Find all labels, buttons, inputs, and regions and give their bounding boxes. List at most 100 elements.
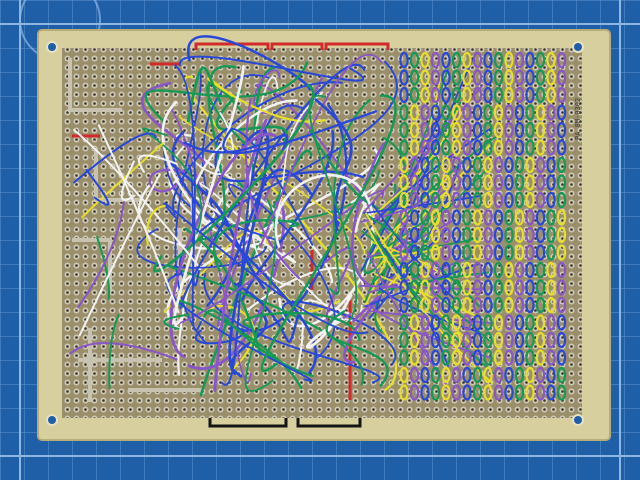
- wire-loop: [525, 209, 535, 226]
- wire-loop: [420, 86, 430, 104]
- wire-loop: [399, 139, 409, 156]
- wire-loop: [514, 209, 525, 226]
- wire-loop: [493, 121, 504, 139]
- wire-loop: [409, 174, 420, 191]
- wire-loop: [525, 226, 535, 244]
- jumper-wire: [73, 132, 157, 184]
- mounting-holes: [46, 41, 584, 426]
- jumper-wire: [213, 118, 268, 392]
- wire-loop: [556, 226, 567, 244]
- wire-loop: [514, 156, 525, 174]
- wire-loop: [399, 69, 409, 86]
- wire-loop: [399, 261, 409, 279]
- wire-loop: [441, 244, 451, 261]
- jumper-wire: [228, 129, 270, 376]
- wire-loop: [493, 51, 504, 69]
- wire-loop: [504, 384, 514, 401]
- wire-loop: [483, 261, 493, 279]
- wire-loop: [462, 261, 472, 279]
- wire-loop: [493, 314, 504, 331]
- wire-loop: [451, 139, 462, 156]
- wire-loop: [493, 69, 504, 86]
- wire-loop: [546, 349, 556, 366]
- jumper-wire: [306, 294, 353, 349]
- jumper-wire: [264, 169, 381, 230]
- wire-loop: [409, 331, 420, 349]
- wire-loop: [546, 331, 556, 349]
- wire-loop: [504, 261, 514, 279]
- jumper-wire: [274, 174, 375, 248]
- jumper-wire: [146, 204, 166, 247]
- wire-loop: [441, 314, 451, 331]
- wire-loop: [483, 226, 493, 244]
- wire-loop: [430, 86, 441, 104]
- wire-loop: [556, 244, 567, 261]
- wire-loop: [399, 244, 409, 261]
- power-rails: [72, 42, 390, 428]
- jumper-wire: [308, 94, 358, 326]
- wire-loop: [399, 366, 409, 384]
- wire-loop: [409, 349, 420, 366]
- wire-loop: [420, 331, 430, 349]
- wire-loop: [399, 51, 409, 69]
- wire-loop: [514, 349, 525, 366]
- wire-loop: [430, 384, 441, 401]
- wire-loop: [535, 191, 546, 209]
- wire-loop: [451, 226, 462, 244]
- wire-loop: [514, 314, 525, 331]
- wire-loop: [441, 86, 451, 104]
- wire-loop: [504, 209, 514, 226]
- wire-loop: [441, 51, 451, 69]
- wire-loop: [472, 331, 483, 349]
- wire-loop: [430, 349, 441, 366]
- wire-loop: [525, 366, 535, 384]
- wire-loop: [399, 384, 409, 401]
- wire-loop: [399, 314, 409, 331]
- jumper-wire: [259, 53, 383, 247]
- wire-loop: [535, 209, 546, 226]
- jumper-wire: [214, 141, 365, 183]
- wire-loop: [514, 69, 525, 86]
- wire-loop: [535, 86, 546, 104]
- wire-loop: [556, 209, 567, 226]
- wire-loop: [535, 366, 546, 384]
- wire-loop: [462, 331, 472, 349]
- wire-loop: [462, 69, 472, 86]
- wire-loop: [420, 51, 430, 69]
- wire-loop: [504, 296, 514, 314]
- wire-loop: [493, 366, 504, 384]
- wire-loop: [483, 296, 493, 314]
- wire-loop: [535, 121, 546, 139]
- wire-loop: [441, 366, 451, 384]
- wire-loop: [556, 104, 567, 121]
- jumper-wire: [136, 228, 268, 269]
- wire-loop: [441, 349, 451, 366]
- jumper-wire: [138, 154, 178, 173]
- wire-loop: [525, 51, 535, 69]
- wire-loop: [546, 51, 556, 69]
- wire-loop: [451, 51, 462, 69]
- wire-loop: [483, 121, 493, 139]
- wire-loop: [546, 191, 556, 209]
- jumper-wire: [148, 168, 189, 193]
- wire-loop: [472, 261, 483, 279]
- wire-loop: [430, 156, 441, 174]
- wire-loop: [441, 296, 451, 314]
- wire-loop: [556, 349, 567, 366]
- wire-loop: [483, 191, 493, 209]
- wire-loop: [525, 191, 535, 209]
- wire-loop: [504, 314, 514, 331]
- wire-loop: [441, 279, 451, 296]
- wire-loop: [546, 104, 556, 121]
- wire-loop: [514, 331, 525, 349]
- jumper-wire: [187, 35, 312, 91]
- wire-loop: [493, 156, 504, 174]
- wire-loop: [535, 349, 546, 366]
- jumper-wire: [359, 284, 485, 291]
- wire-loop: [546, 174, 556, 191]
- wire-loop: [399, 349, 409, 366]
- wire-loop: [472, 121, 483, 139]
- wire-loop: [546, 261, 556, 279]
- wire-loop: [430, 314, 441, 331]
